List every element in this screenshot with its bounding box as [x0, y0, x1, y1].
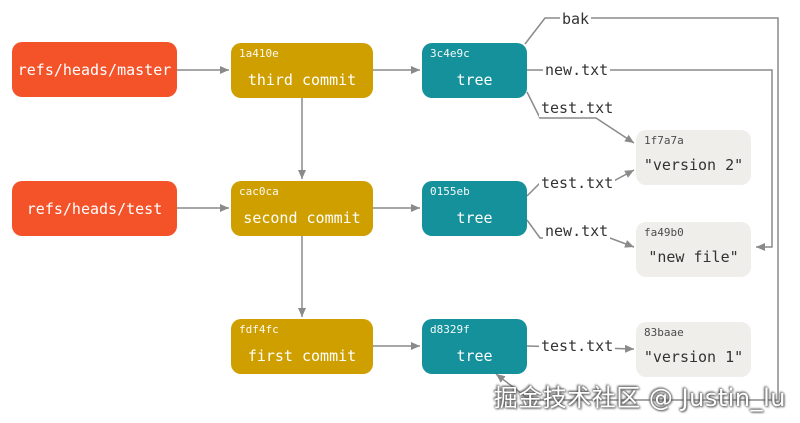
edge-label-test-txt-top: test.txt	[539, 99, 616, 117]
commit-second-sha: cac0ca	[239, 185, 279, 198]
tree-d8329f: d8329f tree	[422, 319, 527, 374]
commit-second-label: second commit	[243, 209, 361, 227]
ref-test: refs/heads/test	[12, 181, 177, 236]
blob-version-2-sha: 1f7a7a	[644, 134, 684, 147]
tree-0155eb: 0155eb tree	[422, 181, 527, 236]
ref-master-label: refs/heads/master	[17, 60, 172, 79]
edge-label-new-txt-top: new.txt	[543, 61, 611, 79]
tree-d8329f-sha: d8329f	[430, 323, 470, 336]
blob-new-file-sha: fa49b0	[644, 226, 684, 239]
edge-label-test-txt-bot: test.txt	[539, 337, 616, 355]
commit-third: 1a410e third commit	[231, 43, 373, 98]
edge-label-new-txt-mid: new.txt	[543, 222, 611, 240]
commit-first-sha: fdf4fc	[239, 323, 279, 336]
tree-3c4e9c-sha: 3c4e9c	[430, 47, 470, 60]
commit-first: fdf4fc first commit	[231, 319, 373, 374]
tree-3c4e9c-label: tree	[456, 71, 493, 89]
commit-first-label: first commit	[247, 347, 357, 365]
blob-version-2: 1f7a7a "version 2"	[636, 130, 751, 185]
commit-second: cac0ca second commit	[231, 181, 373, 236]
edge-bak	[495, 17, 779, 401]
tree-0155eb-sha: 0155eb	[430, 185, 470, 198]
blob-new-file-label: "new file"	[648, 248, 739, 266]
blob-version-1: 83baae "version 1"	[636, 322, 751, 377]
commit-third-label: third commit	[247, 71, 357, 89]
watermark: 掘金技术社区 @ Justin_lu	[493, 384, 786, 412]
edge-test-txt-top	[526, 91, 635, 144]
edge-label-test-txt-mid: test.txt	[539, 174, 616, 192]
edge-label-bak: bak	[560, 10, 592, 28]
blob-new-file: fa49b0 "new file"	[636, 222, 751, 277]
ref-master: refs/heads/master	[12, 42, 177, 97]
blob-version-1-sha: 83baae	[644, 326, 684, 339]
tree-0155eb-label: tree	[456, 209, 493, 227]
edge-new-txt-top	[527, 69, 773, 251]
blob-version-2-label: "version 2"	[643, 156, 744, 174]
blob-version-1-label: "version 1"	[643, 348, 744, 366]
ref-test-label: refs/heads/test	[26, 199, 163, 218]
commit-third-sha: 1a410e	[239, 47, 279, 60]
tree-3c4e9c: 3c4e9c tree	[422, 43, 527, 98]
tree-d8329f-label: tree	[456, 347, 493, 365]
